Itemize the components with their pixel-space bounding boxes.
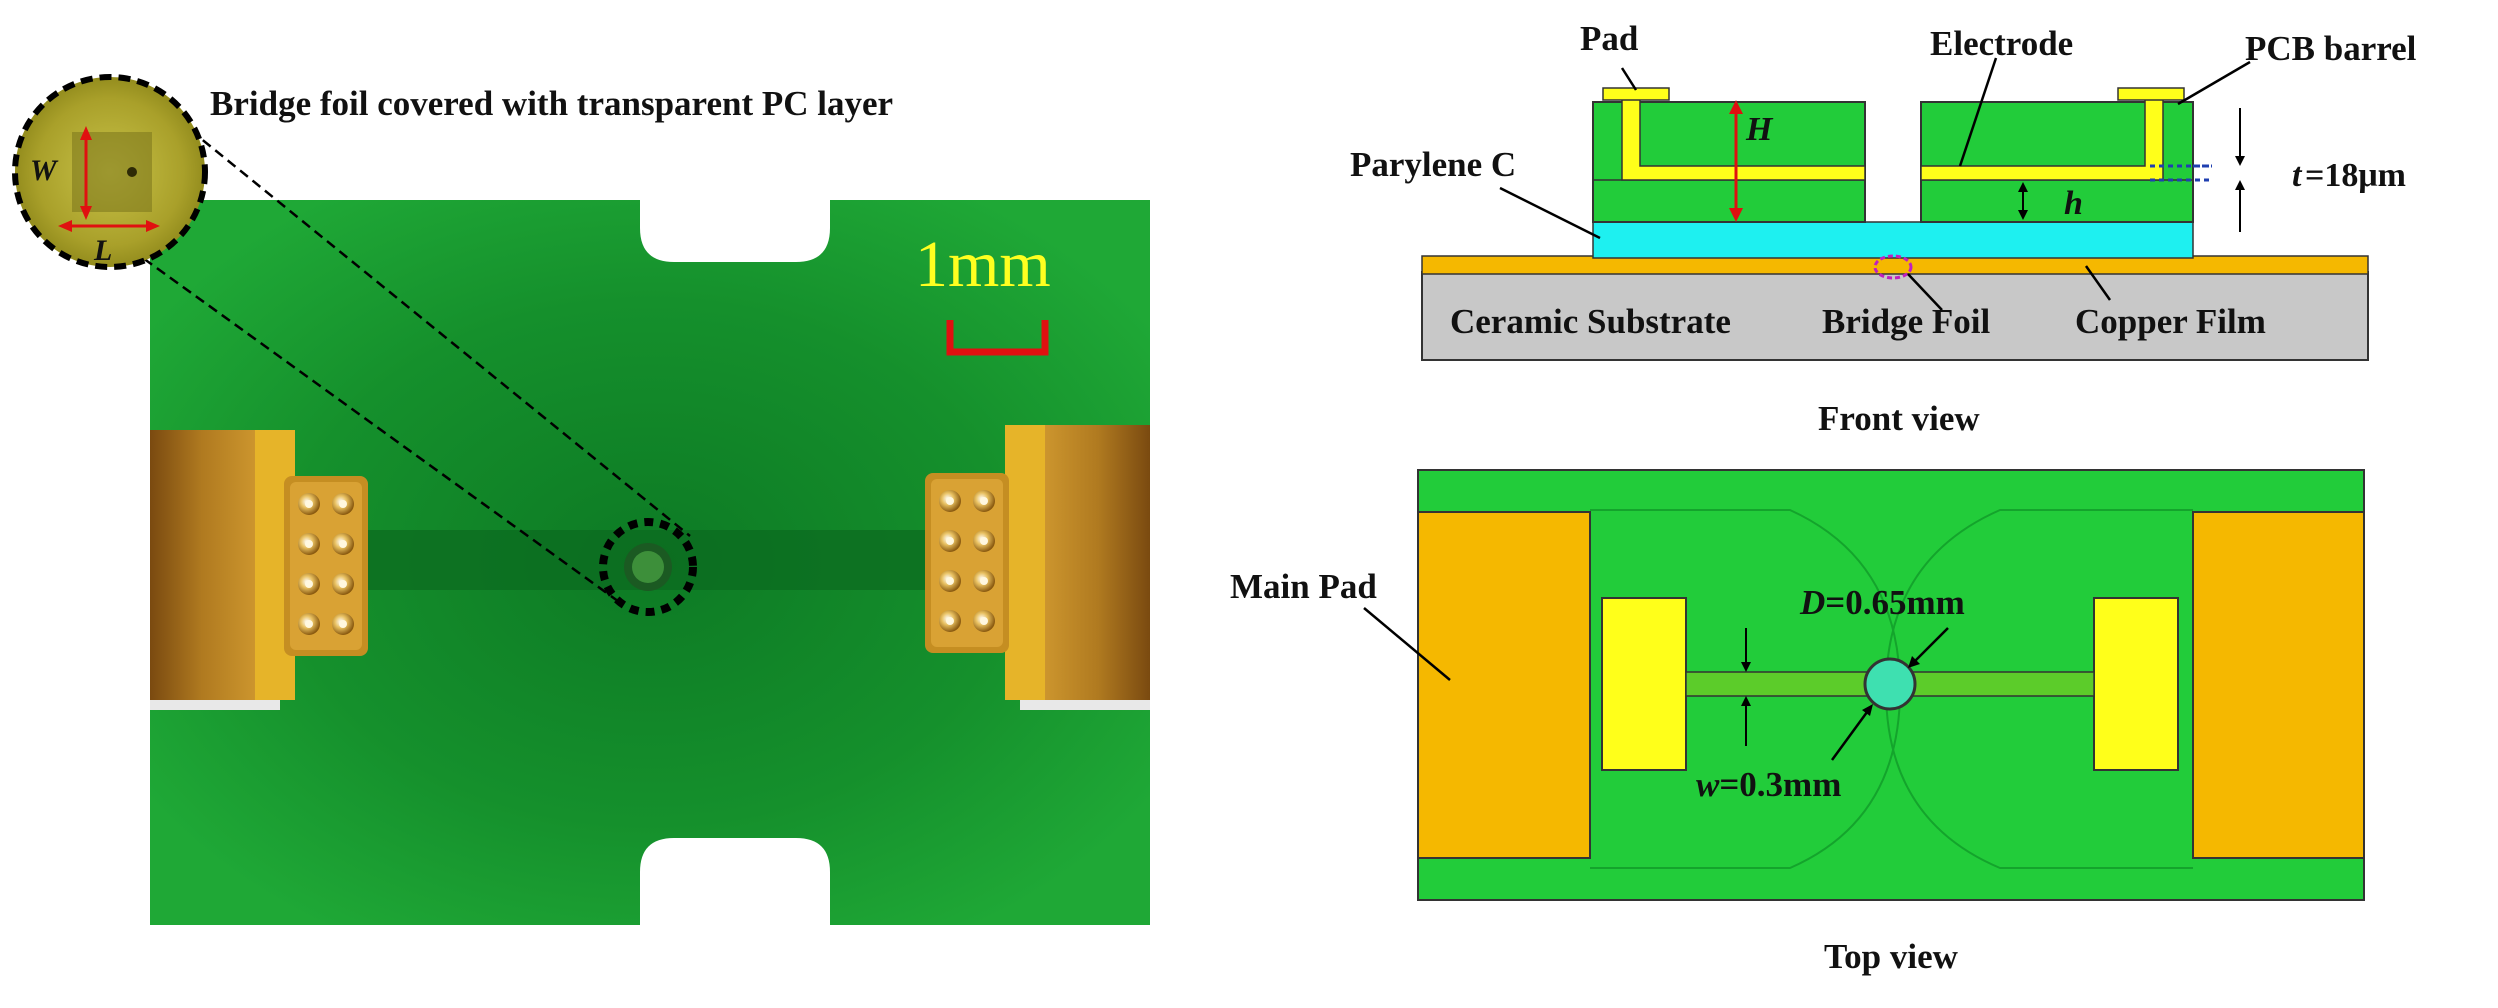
- pin-hole: [980, 537, 988, 545]
- right-pins: [939, 490, 995, 632]
- pin-hole: [980, 577, 988, 585]
- w-value: =0.3mm: [1719, 765, 1841, 804]
- pin-hole: [305, 500, 313, 508]
- inset-W-label: W: [30, 154, 59, 187]
- front-view-caption: Front view: [1818, 399, 1980, 438]
- pin-hole: [980, 497, 988, 505]
- bridge-foil-marker: [599, 518, 697, 616]
- main-pad-right: [2192, 511, 2365, 859]
- electrode-top-left: [1601, 597, 1687, 771]
- D-value: =0.65mm: [1825, 583, 1965, 622]
- parylene-label: Parylene C: [1350, 145, 1516, 184]
- pin-hole: [946, 497, 954, 505]
- copper-film-label: Copper Film: [2075, 302, 2266, 341]
- w-label: w=0.3mm: [1696, 765, 1841, 804]
- bridge-foil-label: Bridge Foil: [1822, 302, 1990, 341]
- left-pin-header: [284, 476, 368, 656]
- pin-hole: [946, 577, 954, 585]
- pin-hole: [339, 540, 347, 548]
- pin-hole: [339, 500, 347, 508]
- electrode-label: Electrode: [1930, 24, 2073, 63]
- scale-bar-label: 1mm: [915, 228, 1051, 301]
- pad-label: Pad: [1580, 19, 1639, 58]
- top-view-caption: Top view: [1824, 937, 1959, 976]
- inset-magnifier: W L: [12, 74, 208, 270]
- electrode-top-right: [2093, 597, 2179, 771]
- D-symbol: D: [1799, 583, 1825, 622]
- leader-line-bottom: [117, 238, 623, 606]
- main-pad-label: Main Pad: [1230, 567, 1377, 606]
- right-pin-header: [925, 473, 1009, 653]
- pin-hole: [946, 617, 954, 625]
- ceramic-label: Ceramic Substrate: [1450, 302, 1731, 341]
- inset-L-label: L: [93, 234, 112, 267]
- pad-right: [2117, 87, 2185, 101]
- main-pad-left: [1417, 511, 1591, 859]
- inset-caption: Bridge foil covered with transparent PC …: [210, 84, 893, 123]
- bridge-foil-ellipse: [1873, 254, 1913, 280]
- pin-hole: [305, 580, 313, 588]
- pin-hole: [339, 580, 347, 588]
- t-symbol: t: [2292, 157, 2303, 194]
- front-view-diagram: H h t =18μm Pad Electrode PCB barrel Par…: [1350, 19, 2417, 438]
- pcb-photo: W L Bridge foil covered with transparent…: [12, 74, 1150, 925]
- pin-hole: [946, 537, 954, 545]
- h-label: h: [2064, 185, 2083, 222]
- pin-hole: [980, 617, 988, 625]
- pin-hole: [305, 620, 313, 628]
- pin-hole: [339, 620, 347, 628]
- top-view-diagram: D=0.65mm w=0.3mm Main Pad Top view: [1230, 469, 2365, 976]
- ceramic-substrate: [1421, 271, 2369, 361]
- leader-line-top: [177, 119, 691, 537]
- scale-bar: [946, 320, 1049, 356]
- pin-hole: [305, 540, 313, 548]
- parylene-c-layer: [1592, 221, 2194, 259]
- w-symbol: w: [1696, 765, 1720, 804]
- left-pins: [298, 493, 354, 635]
- bridge-disc: [1863, 657, 1917, 711]
- t-value: =18μm: [2305, 157, 2406, 194]
- H-label: H: [1745, 111, 1774, 148]
- D-label: D=0.65mm: [1799, 583, 1965, 622]
- pcb-barrel-label: PCB barrel: [2245, 29, 2417, 68]
